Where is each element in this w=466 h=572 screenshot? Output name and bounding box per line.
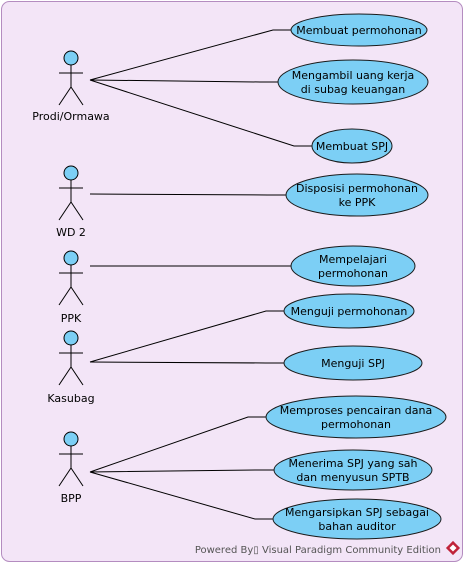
- use-case-ellipse: [273, 449, 433, 491]
- use-case-label: Mengambil uang kerja: [292, 69, 415, 82]
- footer-text: Powered By▯ Visual Paradigm Community Ed…: [195, 545, 441, 556]
- actor-label: Prodi/Ormawa: [32, 110, 109, 123]
- use-case-label: dan menyusun SPTB: [296, 471, 409, 484]
- association-line-uc7: [89, 361, 284, 364]
- association-line-uc6: [89, 310, 284, 363]
- use-case-label: Membuat permohonan: [296, 24, 421, 37]
- actor-label: WD 2: [56, 226, 86, 239]
- use-case-ellipse: [265, 395, 447, 439]
- use-case-label: Menguji SPJ: [321, 357, 385, 370]
- use-case-label: Mempelajari: [319, 253, 387, 266]
- association-line-uc4: [89, 193, 286, 196]
- use-case-ellipse: [285, 173, 429, 217]
- use-case-ellipse: [283, 345, 423, 381]
- association-line-uc2: [89, 79, 278, 83]
- stick-figure-icon: [58, 250, 84, 306]
- association-line-uc1: [89, 29, 291, 81]
- actor-bpp[interactable]: BPP: [58, 431, 84, 505]
- use-case-uc7[interactable]: Menguji SPJ: [283, 345, 423, 381]
- use-case-ellipse: [290, 245, 416, 287]
- stick-figure-icon: [58, 165, 84, 221]
- use-case-label: Menerima SPJ yang sah: [288, 457, 417, 470]
- use-case-ellipse: [283, 293, 415, 329]
- use-case-label: permohonan: [321, 418, 391, 431]
- visual-paradigm-logo-icon: [445, 540, 461, 556]
- stick-figure-icon: [58, 330, 84, 386]
- use-case-label: Disposisi permohonan: [296, 182, 418, 195]
- association-line-uc9: [89, 469, 274, 473]
- association-line-uc10: [89, 471, 273, 520]
- actor-label: Kasubag: [47, 392, 94, 405]
- use-case-uc1[interactable]: Membuat permohonan: [290, 13, 428, 47]
- use-case-label: Memproses pencairan dana: [280, 404, 432, 417]
- use-case-label: Mengarsipkan SPJ sebagai: [285, 506, 429, 519]
- stick-figure-icon: [58, 431, 84, 487]
- actor-prodi[interactable]: Prodi/Ormawa: [32, 50, 110, 123]
- use-case-ellipse: [290, 13, 428, 47]
- use-case-label: permohonan: [318, 267, 388, 280]
- stick-figure-icon: [58, 50, 84, 106]
- use-case-ellipse: [272, 498, 442, 540]
- actor-label: BPP: [61, 492, 82, 505]
- actor-kasubag[interactable]: Kasubag: [47, 330, 95, 405]
- use-case-label: Menguji permohonan: [291, 305, 408, 318]
- association-lines: [89, 29, 312, 520]
- use-case-uc6[interactable]: Menguji permohonan: [283, 293, 415, 329]
- association-line-uc3: [89, 79, 312, 147]
- use-case-ellipse: [277, 59, 429, 105]
- actor-ppk[interactable]: PPK: [58, 250, 84, 325]
- actor-label: PPK: [61, 312, 82, 325]
- use-case-label: di subag keuangan: [301, 83, 406, 96]
- use-case-label: Membuat SPJ: [316, 140, 388, 153]
- actor-wd2[interactable]: WD 2: [56, 165, 86, 239]
- association-line-uc8: [89, 416, 266, 473]
- use-case-label: ke PPK: [339, 196, 377, 209]
- use-case-uc3[interactable]: Membuat SPJ: [311, 128, 393, 164]
- use-case-label: bahan auditor: [318, 520, 396, 533]
- use-case-ellipse: [311, 128, 393, 164]
- footer: Powered By▯ Visual Paradigm Community Ed…: [195, 540, 461, 556]
